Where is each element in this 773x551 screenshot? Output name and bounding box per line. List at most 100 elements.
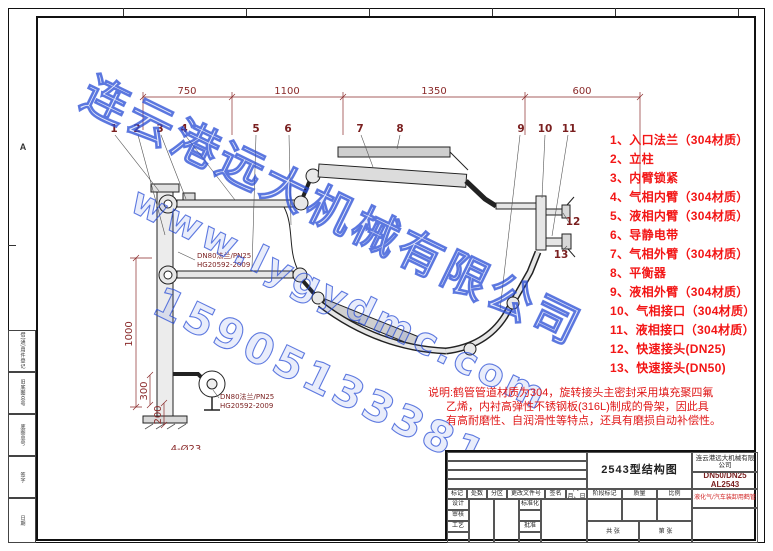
margin-box-date: 日期: [8, 498, 36, 543]
callout-1: 1: [110, 123, 117, 135]
callout-4: 4: [180, 123, 187, 135]
static-wire: [283, 206, 298, 269]
margin-label: 签字: [19, 471, 26, 483]
titleblock-design: 设计: [447, 499, 469, 510]
titleblock-blank: [519, 510, 541, 521]
flange-label-mid-1: DN80法兰/PN25: [197, 251, 251, 260]
titleblock-blank: [541, 499, 587, 543]
flange-label-base-1: DN80法兰/PN25: [220, 392, 274, 401]
titleblock-date-col: [494, 499, 519, 543]
zone-tick: [738, 8, 739, 16]
sheet-outer-border: [8, 8, 765, 543]
titleblock-rev-row: [447, 461, 587, 470]
margin-box-sign: 签字: [8, 456, 36, 498]
parts-list-item: 11、液相接口（304材质）: [610, 323, 755, 337]
titleblock-blank: [587, 499, 622, 521]
title-block: 标记 处数 分区 更改文件号 签名 年、月、日 设计 审核 工艺 标准化 批准 …: [445, 450, 758, 543]
loading-arm-drawing: 750 1100 1350 600 1000 300 200 4-Ø23 300…: [110, 86, 644, 450]
dimension-labels: 750 1100 1350 600 1000 300 200 4-Ø23 300: [124, 86, 592, 450]
liquid-arm: [158, 250, 542, 356]
callout-5: 5: [252, 123, 259, 135]
callout-8: 8: [396, 123, 403, 135]
zone-tick: [369, 8, 370, 16]
titleblock-header-count: 处数: [467, 489, 487, 499]
flange-label-mid-2: HG20592-2009: [197, 261, 250, 269]
dim-1000: 1000: [124, 321, 135, 346]
titleblock-blank: [447, 532, 469, 543]
parts-list-item: 7、气相外臂（304材质）: [610, 247, 749, 261]
parts-list-item: 9、液相外臂（304材质）: [610, 285, 749, 299]
parts-list-item: 4、气相内臂（304材质）: [610, 190, 749, 204]
titleblock-rev-row: [447, 479, 587, 489]
dim-750: 750: [177, 86, 196, 97]
titleblock-rev-row: [447, 470, 587, 479]
flange-label-leaders: [177, 251, 220, 399]
titleblock-blank: [622, 499, 657, 521]
callout-leaders: [114, 134, 571, 311]
parts-list-item: 12、快速接头(DN25): [610, 342, 726, 356]
titleblock-sheets-total: 共 张: [587, 521, 639, 543]
titleblock-standard: 标准化: [519, 499, 541, 510]
callout-9: 9: [517, 123, 524, 135]
zone-tick: [8, 245, 16, 246]
parts-list-item: 6、导静电带: [610, 228, 679, 242]
parts-list-item: 13、快速接头(DN50): [610, 361, 726, 375]
parts-list-item: 2、立柱: [610, 152, 654, 166]
note-line-2: 乙烯，内衬高弹性不锈钢板(316L)制成的骨架，因此具: [446, 401, 709, 413]
callout-11: 11: [562, 123, 577, 135]
titleblock-header-sign: 签名: [545, 489, 566, 499]
callout-7: 7: [356, 123, 363, 135]
margin-label: 日期: [19, 515, 26, 526]
dim-1350: 1350: [421, 86, 446, 97]
titleblock-header-mark: 标记: [447, 489, 467, 499]
callout-3: 3: [156, 123, 163, 135]
titleblock-drawing-title: 2543型结构图: [587, 452, 692, 489]
titleblock-sign-col: [469, 499, 494, 543]
parts-list-item: 1、入口法兰（304材质）: [610, 133, 749, 147]
callout-2: 2: [133, 123, 140, 135]
drawing-frame: [36, 16, 756, 541]
dim-600: 600: [572, 86, 591, 97]
titleblock-rev-row: [447, 452, 587, 461]
callout-6: 6: [284, 123, 291, 135]
post: [142, 183, 188, 430]
margin-box-borrow: 借(通)用件登记: [8, 330, 36, 372]
titleblock-header-zone: 分区: [487, 489, 507, 499]
titleblock-blank: [692, 508, 758, 543]
titleblock-weight: 质量: [622, 489, 657, 499]
zone-tick: [492, 8, 493, 16]
quick-couplers: [535, 195, 576, 258]
callout-numbers: 1 2 3 4 5 6 7 8 9 10 11 12 13: [110, 123, 580, 261]
parts-list-item: 3、内臂锁紧: [610, 171, 679, 185]
dim-300: 300: [139, 381, 150, 400]
margin-box-base-no: 底图总号: [8, 414, 36, 456]
margin-label: 底图总号: [19, 424, 26, 446]
callout-13: 13: [554, 249, 569, 261]
zone-tick: [246, 8, 247, 16]
titleblock-company: 连云港远大机械有限公司: [692, 452, 758, 472]
titleblock-blank: [519, 532, 541, 543]
titleblock-scale: 比例: [657, 489, 692, 499]
callout-10: 10: [538, 123, 553, 135]
flange-spec-labels: DN80法兰/PN25 HG20592-2009 DN80法兰/PN25 HG2…: [197, 251, 274, 410]
note-line-3: 有高耐磨性、自润滑性等特点，还具有磨损自动补偿性。: [446, 415, 721, 427]
titleblock-approve: 批准: [519, 521, 541, 532]
margin-label: 旧底图总号: [19, 379, 26, 407]
titleblock-product: 液化气/汽车装卸用鹤管: [692, 489, 758, 508]
parts-list-item: 5、液相内臂（304材质）: [610, 209, 749, 223]
titleblock-sheet-no: 第 张: [639, 521, 692, 543]
notes-block: 说明:鹤管管道材质为304，旋转接头主密封采用填充聚四氟 乙烯，内衬高弹性不锈钢…: [428, 386, 734, 428]
titleblock-blank: [657, 499, 692, 521]
titleblock-model: DN50/DN25 AL2543: [692, 472, 758, 489]
parts-list: 1、入口法兰（304材质） 2、立柱 3、内臂锁紧 4、气相内臂（304材质） …: [610, 131, 762, 378]
titleblock-stage-mark: 阶段标记: [587, 489, 622, 499]
callout-12: 12: [566, 216, 581, 228]
note-line-1: 说明:鹤管管道材质为304，旋转接头主密封采用填充聚四氟: [428, 387, 714, 399]
gas-arm: [158, 146, 537, 214]
inlet-flange: [173, 370, 226, 411]
parts-list-item: 8、平衡器: [610, 266, 667, 280]
margin-label: 借(通)用件登记: [19, 332, 26, 370]
dim-200: 200: [153, 405, 164, 424]
titleblock-header-docno: 更改文件号: [507, 489, 545, 499]
dim-1100: 1100: [274, 86, 299, 97]
